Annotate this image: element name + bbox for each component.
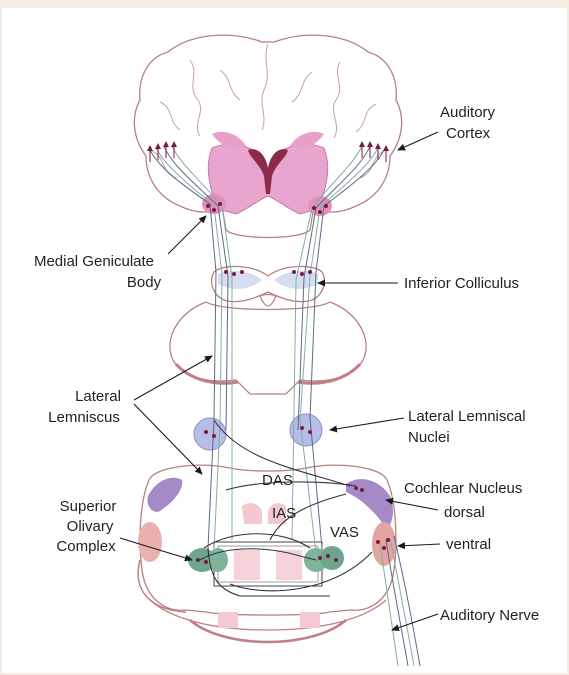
label-cochlear-nucleus: Cochlear Nucleus [404,480,522,497]
label-auditory-cortex-line1: Auditory [440,104,496,121]
label-auditory-nerve: Auditory Nerve [440,607,539,624]
pons [170,302,366,394]
label-lateral-lemniscal-nuclei-line1: Lateral Lemniscal [408,408,526,425]
label-superior-olivary-line1: Superior [60,498,117,515]
lateral-lemniscal-nucleus-left [194,418,226,450]
label-superior-olivary-line3: Complex [56,538,116,555]
label-auditory-cortex-line2: Cortex [446,125,491,142]
cochlear-nucleus-ventral-left [138,522,162,562]
label-inferior-colliculus: Inferior Colliculus [404,275,519,292]
label-dorsal: dorsal [444,504,485,521]
cerebrum [134,35,401,237]
lateral-lemniscal-nucleus-right [290,414,322,446]
label-lateral-lemniscus-line1: Lateral [75,388,121,405]
cochlear-nucleus-ventral-right [372,522,396,566]
label-ventral: ventral [446,536,491,553]
label-superior-olivary-line2: Olivary [67,518,114,535]
label-medial-geniculate-line1: Medial Geniculate [34,253,154,270]
midbrain [212,266,325,306]
label-medial-geniculate-line2: Body [127,274,162,291]
label-lateral-lemniscus-line2: Lemniscus [48,409,120,426]
label-lateral-lemniscal-nuclei-line2: Nuclei [408,429,450,446]
label-vas: VAS [330,524,359,541]
label-ias: IAS [272,505,296,522]
label-das: DAS [262,472,293,489]
